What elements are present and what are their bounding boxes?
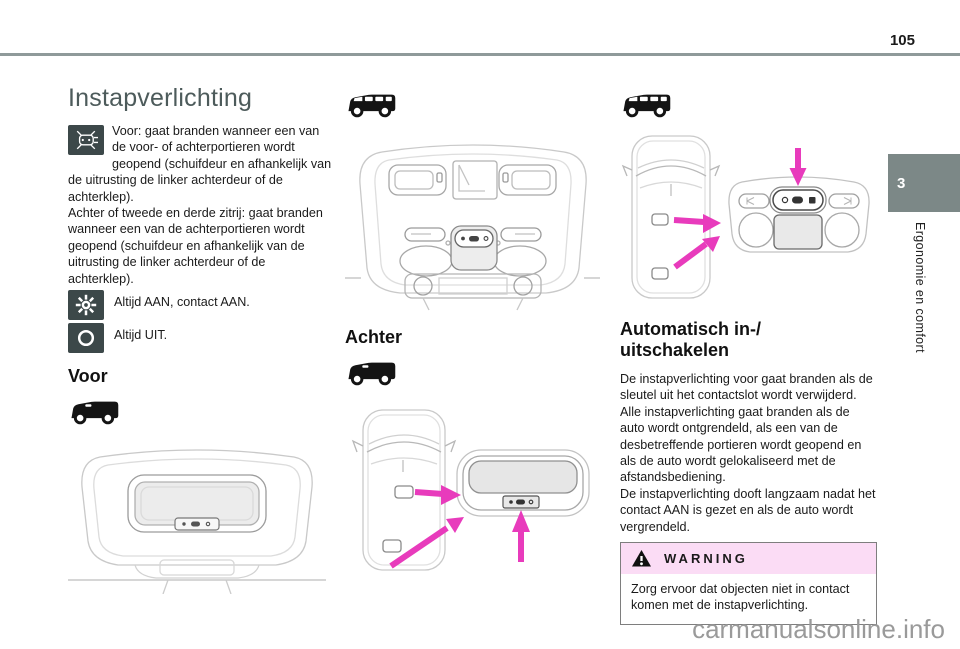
mode-label-always-on: Altijd AAN, contact AAN. — [114, 295, 250, 310]
column-middle: Achter — [345, 88, 600, 578]
section-heading-front: Voor — [68, 366, 108, 387]
front-ceiling-light-figure — [68, 449, 326, 595]
chapter-number: 3 — [897, 174, 906, 192]
chapter-label: Ergonomie en comfort — [913, 222, 927, 353]
front-overhead-console-figure — [345, 144, 600, 311]
minibus-icon — [620, 90, 877, 120]
column-right: Automatisch in-/ uitschakelen De instapv… — [620, 88, 877, 625]
warning-box: WARNING Zorg ervoor dat objecten niet in… — [620, 542, 877, 625]
page-number: 105 — [889, 32, 915, 49]
pointer-arrows — [673, 148, 807, 270]
sun-icon — [68, 290, 104, 321]
heading-auto-line1: Automatisch in-/ — [620, 319, 762, 339]
mode-row-always-on: Altijd AAN, contact AAN. — [68, 290, 333, 321]
mode-row-always-off: Altijd UIT. — [68, 323, 333, 354]
circle-off-icon — [68, 323, 104, 354]
warning-title: WARNING — [664, 551, 748, 567]
section-heading-auto: Automatisch in-/ uitschakelen — [620, 319, 877, 361]
warning-triangle-icon — [632, 550, 651, 567]
warning-text: Zorg ervoor dat objecten niet in contact… — [631, 582, 850, 613]
cargo-van-icon — [68, 397, 333, 427]
header-rule — [0, 53, 960, 56]
heading-auto-line2: uitschakelen — [620, 340, 730, 360]
minibus-icon — [345, 90, 600, 120]
page-title: Instapverlichting — [68, 84, 253, 112]
auto-lighting-figure — [621, 135, 870, 299]
auto-section-text: De instapverlichting voor gaat branden a… — [620, 372, 876, 534]
warning-header: WARNING — [621, 543, 876, 575]
watermark: carmanualsonline.info — [692, 614, 945, 644]
intro-para1: Voor: gaat branden wanneer een van de vo… — [68, 124, 332, 204]
section-heading-rear: Achter — [345, 327, 403, 347]
mode-label-always-off: Altijd UIT. — [114, 328, 168, 343]
column-left: Instapverlichting Voor: gaat branden wan… — [68, 84, 333, 595]
pointer-arrows — [389, 485, 530, 569]
cargo-van-icon — [345, 358, 600, 388]
intro-block: Voor: gaat branden wanneer een van de vo… — [68, 123, 333, 287]
chapter-tab: 3 — [888, 154, 960, 212]
intro-para2: Achter of tweede en derde zitrij: gaat b… — [68, 206, 323, 286]
courtesy-light-icon — [68, 125, 104, 155]
rear-ceiling-light-figure — [351, 409, 590, 571]
